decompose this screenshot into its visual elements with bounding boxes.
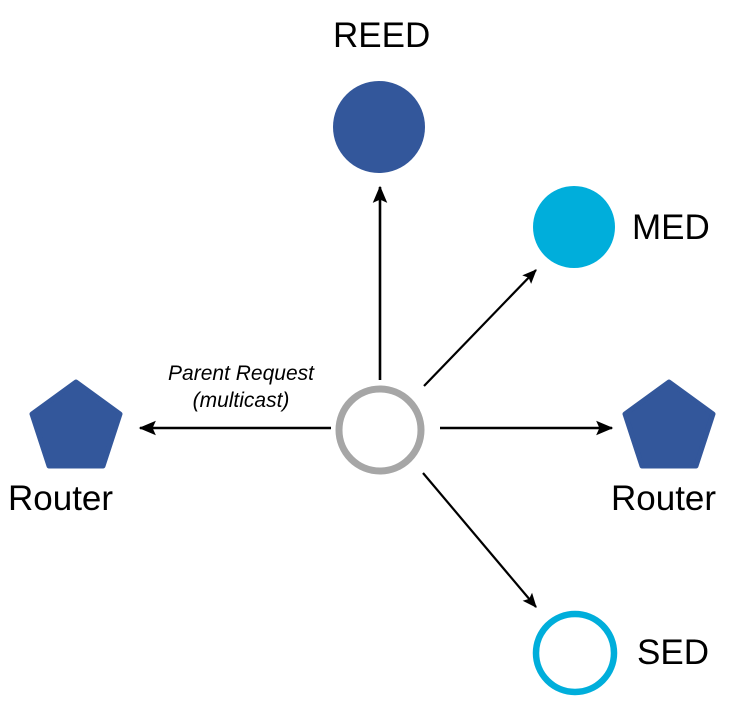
annotation-parent-request: Parent Request (multicast) bbox=[145, 361, 337, 415]
node-center-shape[interactable] bbox=[335, 385, 425, 475]
node-med-shape[interactable] bbox=[533, 186, 615, 268]
annotation-line-1: Parent Request bbox=[168, 362, 314, 385]
node-label-router-left: Router bbox=[8, 479, 114, 518]
annotation-line-2: (multicast) bbox=[192, 388, 290, 412]
node-sed-shape[interactable] bbox=[532, 610, 618, 696]
node-label-med: MED bbox=[632, 208, 710, 247]
arrow-group bbox=[138, 185, 614, 608]
node-label-router-right: Router bbox=[611, 479, 717, 518]
node-label-reed: REED bbox=[333, 16, 431, 55]
node-label-sed: SED bbox=[637, 633, 709, 672]
arrow-to-med bbox=[423, 269, 537, 387]
node-router-right-shape[interactable] bbox=[622, 379, 716, 469]
node-reed-shape[interactable] bbox=[333, 81, 425, 173]
arrow-to-sed bbox=[422, 472, 537, 608]
node-router-left-shape[interactable] bbox=[29, 379, 123, 469]
